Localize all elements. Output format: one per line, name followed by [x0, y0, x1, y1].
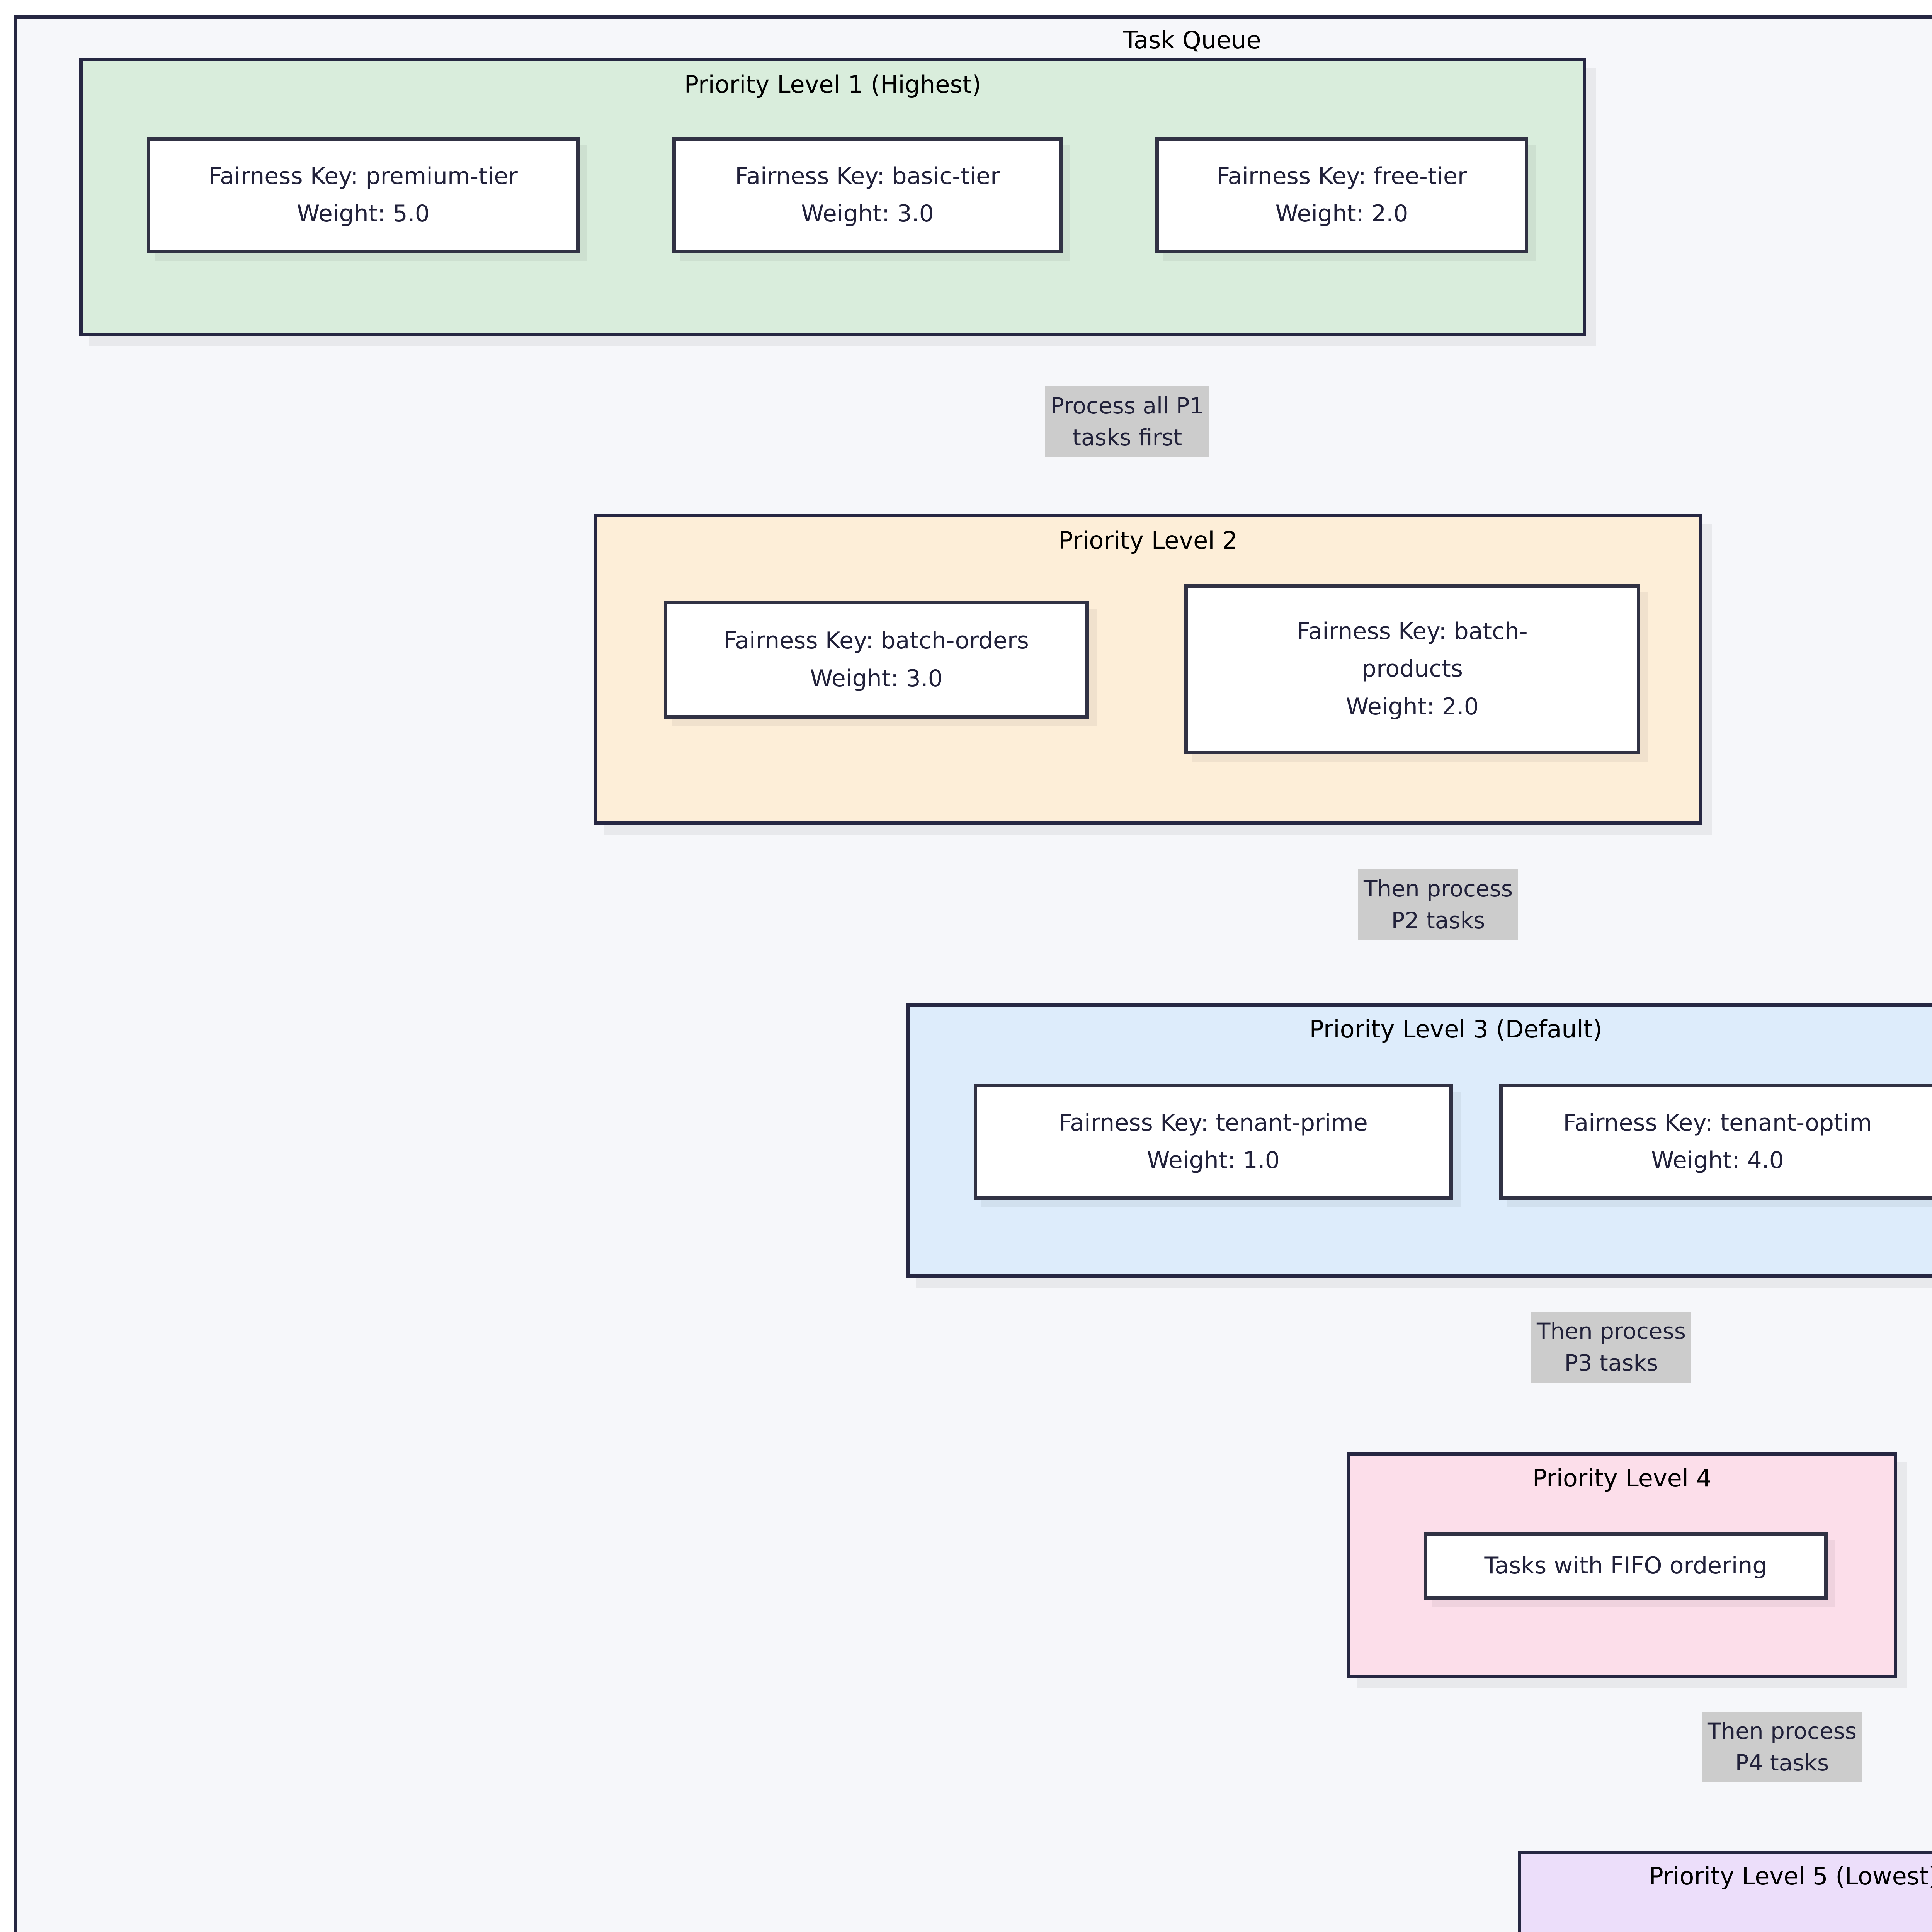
edge-label-line-1: Process all P1 [1051, 393, 1204, 419]
node-line-1: Tasks with FIFO ordering [1484, 1552, 1767, 1579]
node-fairness-tenant-optim[interactable]: Fairness Key: tenant-optim Weight: 4.0 [1499, 1084, 1932, 1200]
node-line-2: Weight: 5.0 [297, 200, 430, 227]
node-line-2: Weight: 3.0 [801, 200, 934, 227]
edge-label-line-1: Then process [1537, 1318, 1686, 1344]
node-line-1: Fairness Key: batch- [1297, 618, 1528, 645]
node-p4-fifo-tasks[interactable]: Tasks with FIFO ordering [1424, 1532, 1828, 1600]
edge-label-process-all-p1: Process all P1 tasks first [1045, 386, 1209, 457]
node-line-1: Fairness Key: free-tier [1216, 162, 1467, 190]
cluster-title-priority-level-5: Priority Level 5 (Lowest) [1649, 1862, 1932, 1890]
cluster-title-task-queue: Task Queue [1123, 26, 1261, 54]
edge-label-line-2: P3 tasks [1564, 1350, 1658, 1376]
cluster-priority-level-5[interactable] [1518, 1851, 1932, 1932]
node-line-2: products [1361, 655, 1463, 683]
edge-label-then-process-p3: Then process P3 tasks [1531, 1312, 1691, 1383]
node-line-1: Fairness Key: premium-tier [209, 162, 518, 190]
node-line-2: Weight: 2.0 [1275, 200, 1408, 227]
edge-label-line-2: P2 tasks [1391, 907, 1485, 934]
node-fairness-free-tier[interactable]: Fairness Key: free-tier Weight: 2.0 [1155, 137, 1528, 253]
node-line-1: Fairness Key: tenant-optim [1563, 1109, 1872, 1136]
node-line-1: Fairness Key: basic-tier [735, 162, 1000, 190]
edge-label-then-process-p2: Then process P2 tasks [1358, 869, 1518, 940]
node-line-1: Fairness Key: batch-orders [724, 627, 1029, 655]
edge-label-line-1: Then process [1708, 1718, 1857, 1744]
node-fairness-basic-tier[interactable]: Fairness Key: basic-tier Weight: 3.0 [672, 137, 1063, 253]
edge-label-line-2: tasks first [1072, 424, 1182, 451]
node-fairness-tenant-prime[interactable]: Fairness Key: tenant-prime Weight: 1.0 [974, 1084, 1453, 1200]
edge-label-line-2: P4 tasks [1735, 1750, 1829, 1776]
node-fairness-premium-tier[interactable]: Fairness Key: premium-tier Weight: 5.0 [147, 137, 580, 253]
cluster-title-priority-level-3: Priority Level 3 (Default) [1309, 1015, 1602, 1043]
node-fairness-batch-orders[interactable]: Fairness Key: batch-orders Weight: 3.0 [664, 601, 1089, 719]
node-line-1: Fairness Key: tenant-prime [1059, 1109, 1368, 1136]
node-line-2: Weight: 3.0 [810, 665, 943, 692]
node-line-2: Weight: 1.0 [1147, 1147, 1280, 1174]
node-line-2: Weight: 4.0 [1651, 1147, 1784, 1174]
node-line-3: Weight: 2.0 [1346, 693, 1479, 720]
cluster-title-priority-level-1: Priority Level 1 (Highest) [684, 70, 981, 99]
cluster-title-priority-level-2: Priority Level 2 [1058, 526, 1238, 554]
edge-label-then-process-p4: Then process P4 tasks [1702, 1712, 1862, 1782]
node-fairness-batch-products[interactable]: Fairness Key: batch- products Weight: 2.… [1184, 584, 1640, 754]
edge-label-line-1: Then process [1364, 876, 1513, 902]
cluster-title-priority-level-4: Priority Level 4 [1532, 1464, 1712, 1492]
